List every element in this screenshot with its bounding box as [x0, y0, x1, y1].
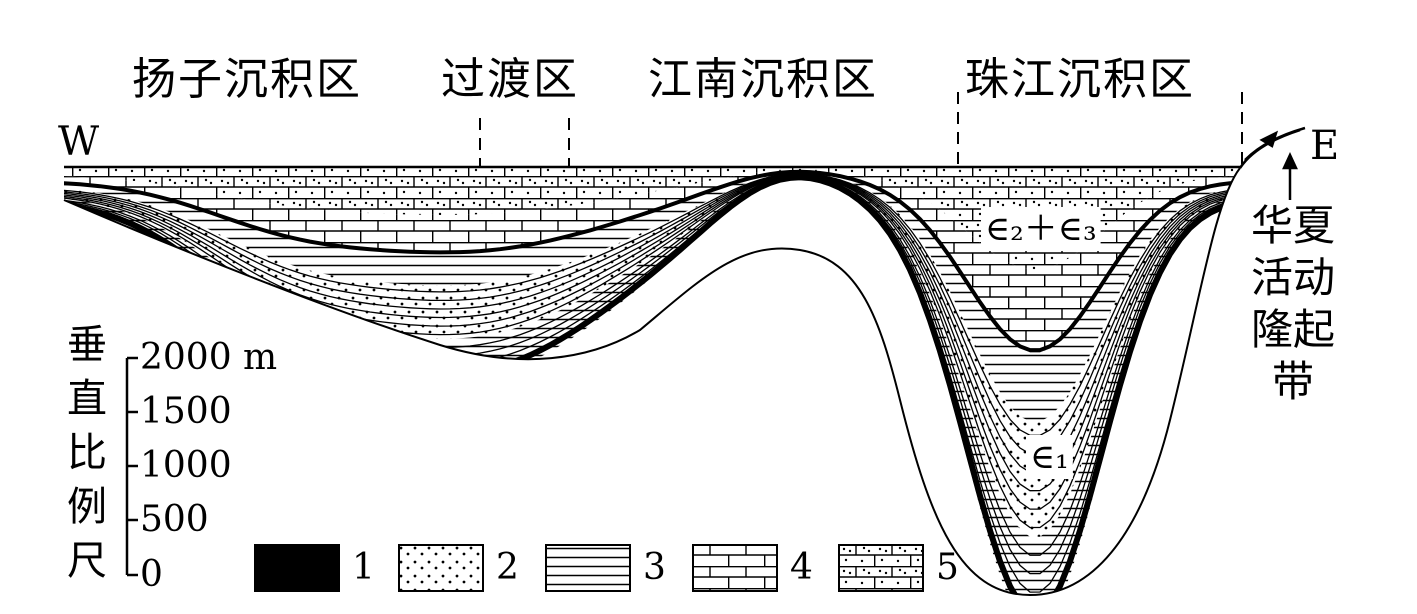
scale-tick-0: 0 [140, 554, 163, 595]
upper-strata-label: ∈₂＋∈₃ [985, 209, 1097, 249]
scale-tick-2000: 2000 m [140, 337, 278, 378]
zone-label-yangtze: 扬子沉积区 [132, 54, 362, 105]
east-direction-label: E [1310, 123, 1340, 169]
legend-swatch-lines [545, 544, 631, 592]
scale-title-char: 直 [67, 376, 107, 422]
scale-tick-1000: 1000 [140, 445, 232, 486]
zone-label-zhujiang: 珠江沉积区 [965, 54, 1195, 105]
label-backdrop [981, 207, 1101, 251]
legend-number: 4 [790, 547, 813, 588]
scale-title-char: 比 [67, 430, 107, 476]
zone-label-transition: 过渡区 [441, 54, 579, 105]
vertical-scale-bar [125, 356, 138, 577]
lower-strata-label: ∈₁ [1030, 437, 1069, 477]
scale-title-char: 垂 [67, 322, 107, 368]
legend-number: 2 [496, 547, 519, 588]
strata-line [64, 174, 1240, 492]
band-sandstone [64, 173, 1240, 537]
scale-tick-1500: 1500 [140, 391, 232, 432]
vertical-scale-title: 垂 直 比 例 尺 [64, 318, 110, 588]
scale-title-char: 尺 [67, 538, 107, 584]
west-direction-label: W [58, 119, 100, 165]
scale-title-char: 例 [67, 484, 107, 530]
uplift-label-line-3: 隆起带 [1250, 305, 1335, 406]
band-dotted-limestone [64, 168, 1240, 270]
scale-tick-500: 500 [140, 499, 209, 540]
band-limestone [64, 170, 1240, 353]
legend-number: 5 [936, 547, 959, 588]
strata-line [64, 172, 1240, 436]
zone-boundaries [479, 92, 1243, 167]
basin-outline [63, 167, 1241, 597]
legend-swatch-dotted-bricks [838, 544, 924, 592]
coal-seam [64, 169, 1240, 353]
legend-number: 1 [352, 547, 375, 588]
legend-swatch-dots [398, 544, 484, 592]
legend-number: 3 [643, 547, 666, 588]
label-backdrop [1026, 435, 1073, 479]
uplift-belt-label: 华夏 活动 隆起带 [1238, 200, 1348, 408]
legend-swatch-bricks [692, 544, 778, 592]
uplift-fault [1238, 126, 1306, 200]
zone-label-jiangnan: 江南沉积区 [648, 54, 878, 105]
legend-swatch-black [254, 544, 340, 592]
uplift-label-line-1: 华夏 [1250, 201, 1335, 250]
uplift-label-line-2: 活动 [1250, 253, 1335, 302]
